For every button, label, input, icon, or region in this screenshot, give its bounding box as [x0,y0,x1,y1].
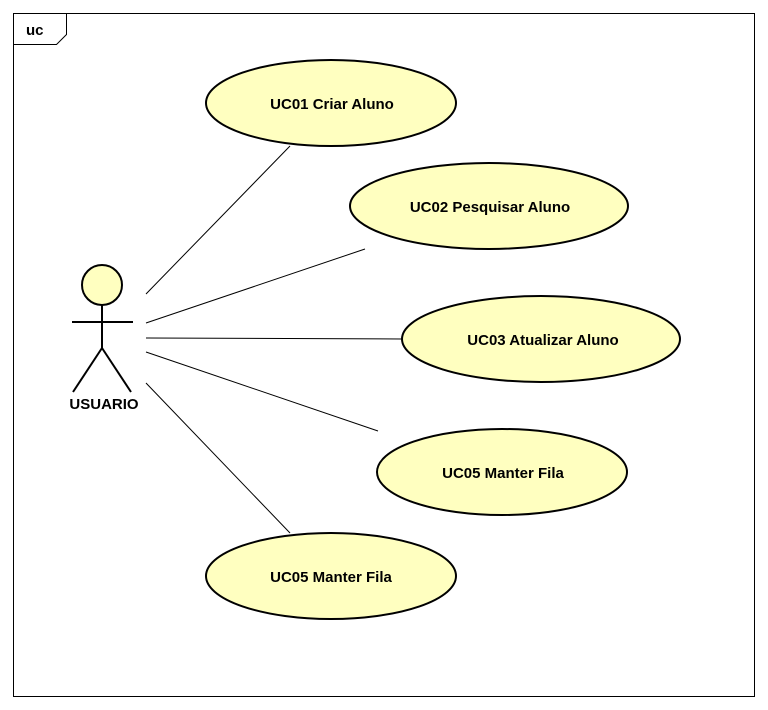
use-case-uc02[interactable]: UC02 Pesquisar Aluno [349,162,629,250]
use-case-uc01[interactable]: UC01 Criar Aluno [205,59,457,147]
frame-label: uc [26,22,44,39]
use-case-ellipse [401,295,681,383]
use-case-label: UC05 Manter Fila [442,465,564,482]
use-case-uc05-right[interactable]: UC05 Manter Fila [376,428,628,516]
use-case-ellipse [376,428,628,516]
use-case-ellipse [205,59,457,147]
actor-head [81,264,123,306]
actor-right-leg [101,347,132,393]
use-case-label: UC03 Atualizar Aluno [467,332,618,349]
association-line-uc05-right [145,351,379,432]
use-case-label: UC02 Pesquisar Aluno [410,199,570,216]
use-case-uc03[interactable]: UC03 Atualizar Aluno [401,295,681,383]
association-line-uc03 [145,337,404,340]
use-case-label: UC05 Manter Fila [270,569,392,586]
frame-tab [13,13,67,45]
association-line-uc02 [145,248,366,324]
association-line-uc01 [145,145,291,295]
actor-left-leg [72,347,103,393]
use-case-ellipse [349,162,629,250]
association-line-uc05-left [145,382,291,534]
actor-usuario[interactable]: USUARIO [69,264,139,413]
use-case-uc05-left[interactable]: UC05 Manter Fila [205,532,457,620]
use-case-label: UC01 Criar Aluno [270,96,394,113]
use-case-ellipse [205,532,457,620]
actor-name: USUARIO [69,396,139,413]
